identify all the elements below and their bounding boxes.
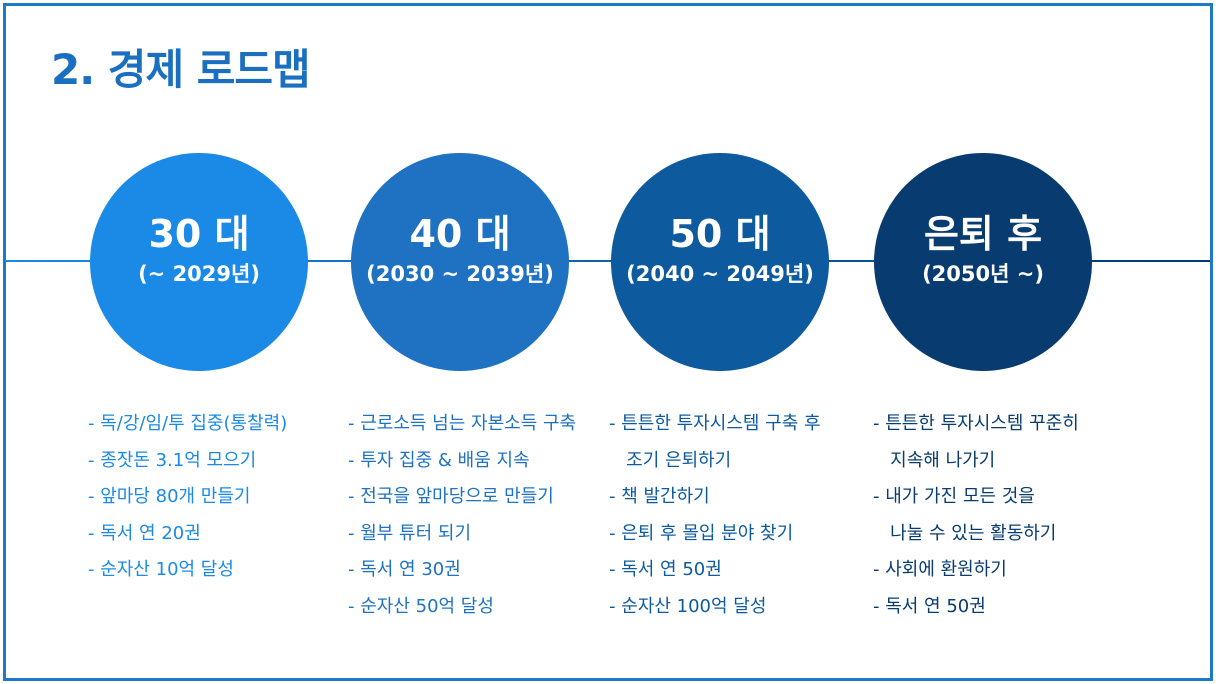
goal-item: - 책 발간하기 xyxy=(609,486,710,507)
stage-age: 30 대 xyxy=(148,212,250,256)
goal-item: - 월부 튜터 되기 xyxy=(348,522,472,544)
stage-goals-50s: - 튼튼한 투자시스템 구축 후 조기 은퇴하기 - 책 발간하기 - 은퇴 후… xyxy=(609,406,821,625)
stage-goals-30s: - 독/강/임/투 집중(통찰력) - 종잣돈 3.1억 모으기 - 앞마당 8… xyxy=(88,406,287,589)
goal-item: - 순자산 10억 달성 xyxy=(88,559,234,580)
timeline-line xyxy=(6,260,1210,262)
goal-item: - 투자 집중 & 배움 지속 xyxy=(348,449,530,471)
goal-item: - 독서 연 30권 xyxy=(348,559,461,580)
stage-goals-retirement: - 튼튼한 투자시스템 꾸준히 지속해 나가기 - 내가 가진 모든 것을 나눌… xyxy=(873,406,1079,625)
page-title: 2. 경제 로드맵 xyxy=(51,45,311,94)
goal-item: - 순자산 100억 달성 xyxy=(609,595,767,617)
stage-years: (2050년 ~) xyxy=(922,262,1044,286)
stage-years: (2030 ~ 2039년) xyxy=(366,262,554,286)
goal-item: - 독서 연 50권 xyxy=(609,559,722,580)
goal-item: 나눌 수 있는 활동하기 xyxy=(873,522,1057,544)
stage-circle-retirement: 은퇴 후 (2050년 ~) xyxy=(874,153,1092,371)
goal-item: - 사회에 환원하기 xyxy=(873,559,1007,580)
stage-circle-40s: 40 대 (2030 ~ 2039년) xyxy=(351,153,569,371)
goal-item: - 순자산 50억 달성 xyxy=(348,595,494,617)
stage-circle-30s: 30 대 (~ 2029년) xyxy=(90,153,308,371)
stage-age: 40 대 xyxy=(409,212,511,256)
slide: 2. 경제 로드맵 30 대 (~ 2029년) 40 대 (2030 ~ 20… xyxy=(3,3,1213,681)
goal-item: 지속해 나가기 xyxy=(873,449,996,471)
goal-item: 조기 은퇴하기 xyxy=(609,449,732,471)
goal-item: - 튼튼한 투자시스템 구축 후 xyxy=(609,413,821,434)
stage-circle-50s: 50 대 (2040 ~ 2049년) xyxy=(611,153,829,371)
goal-item: - 독/강/임/투 집중(통찰력) xyxy=(88,413,288,434)
goal-item: - 독서 연 50권 xyxy=(873,595,986,617)
stage-age: 은퇴 후 xyxy=(923,212,1043,256)
goal-item: - 내가 가진 모든 것을 xyxy=(873,486,1035,507)
stage-years: (~ 2029년) xyxy=(138,262,260,286)
goal-item: - 종잣돈 3.1억 모으기 xyxy=(88,449,257,471)
goal-item: - 전국을 앞마당으로 만들기 xyxy=(348,486,554,507)
goal-item: - 은퇴 후 몰입 분야 찾기 xyxy=(609,522,794,544)
stage-age: 50 대 xyxy=(669,212,771,256)
goal-item: - 앞마당 80개 만들기 xyxy=(88,486,251,507)
stage-years: (2040 ~ 2049년) xyxy=(626,262,814,286)
goal-item: - 근로소득 넘는 자본소득 구축 xyxy=(348,413,577,434)
stage-goals-40s: - 근로소득 넘는 자본소득 구축 - 투자 집중 & 배움 지속 - 전국을 … xyxy=(348,406,576,625)
goal-item: - 튼튼한 투자시스템 꾸준히 xyxy=(873,413,1079,434)
goal-item: - 독서 연 20권 xyxy=(88,522,201,544)
